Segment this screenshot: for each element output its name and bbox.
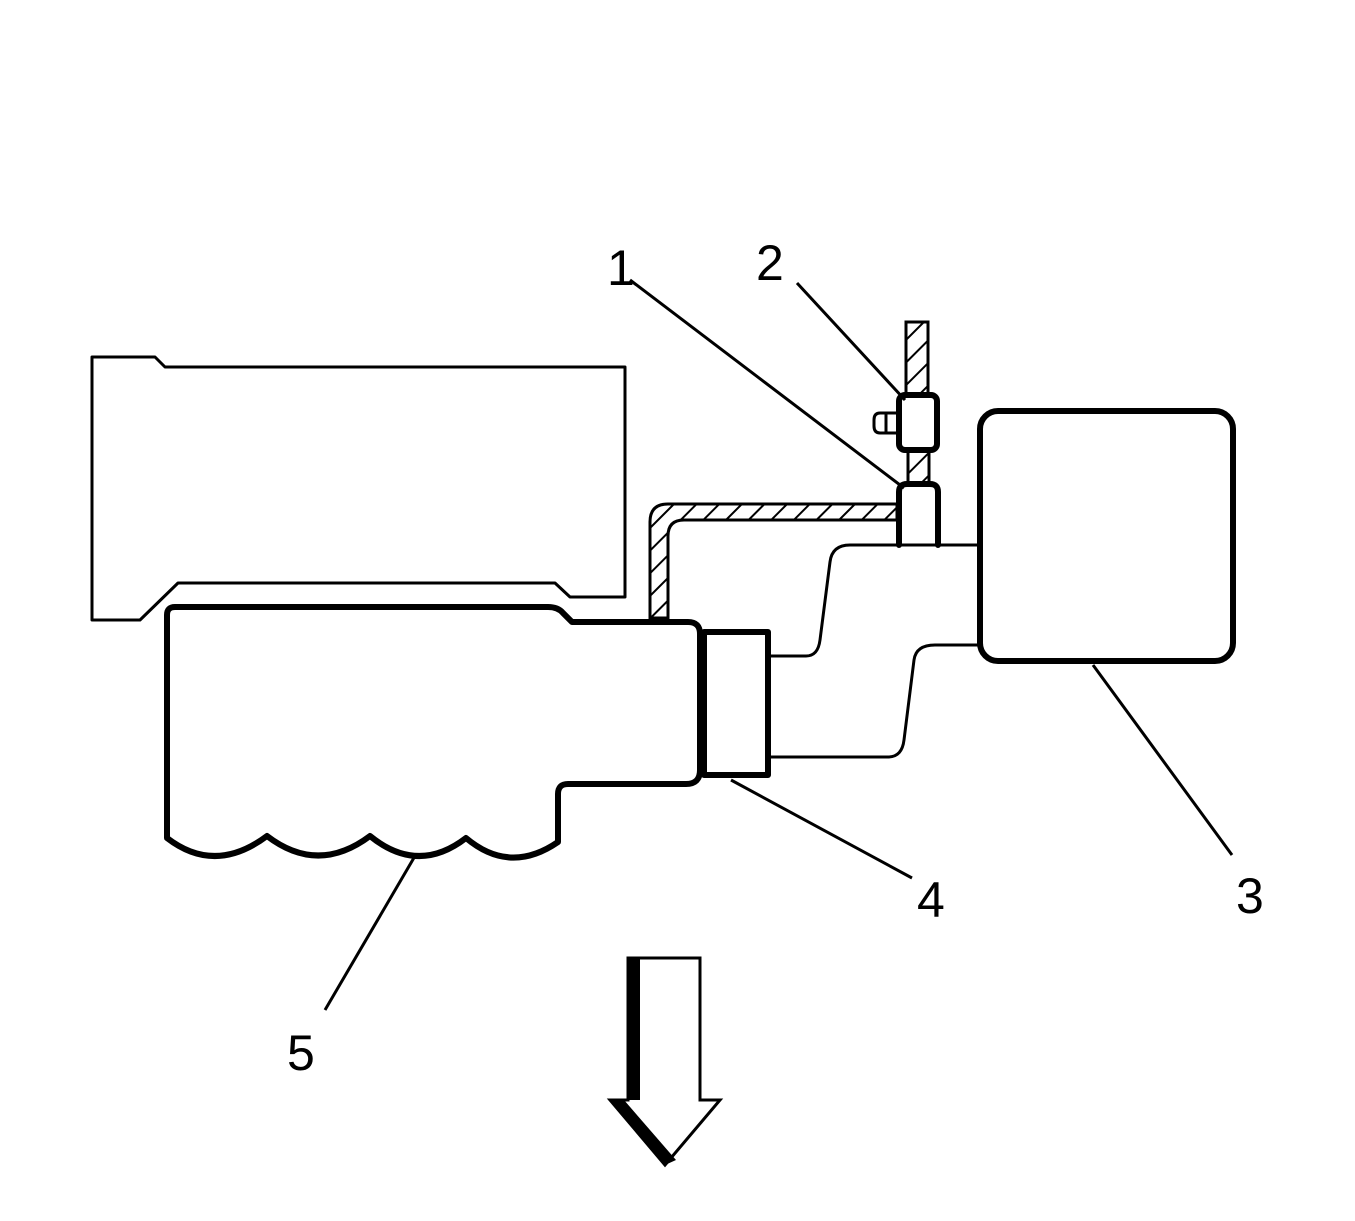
- upper-housing: [90, 355, 627, 622]
- leader-line-4: [730, 778, 913, 880]
- leader-line-2: [795, 281, 907, 402]
- sensor-wire-upper: [904, 320, 930, 396]
- duct-upper-edge: [766, 543, 982, 658]
- down-arrow-icon: [606, 956, 724, 1168]
- collar: [701, 629, 771, 778]
- callout-2: 2: [756, 235, 784, 291]
- callout-5: 5: [287, 1025, 315, 1081]
- leader-line-5: [323, 855, 417, 1011]
- duct-lower-edge: [766, 643, 982, 759]
- leader-line-3: [1091, 664, 1234, 856]
- callout-4: 4: [917, 872, 945, 928]
- sensor-stem: [896, 481, 941, 548]
- air-cleaner-box: [977, 408, 1236, 664]
- connector-clip: [896, 392, 940, 453]
- scalloped-body: [164, 604, 703, 861]
- leader-line-1: [629, 278, 905, 490]
- callout-1: 1: [607, 240, 635, 296]
- connector-tab: [872, 411, 901, 435]
- sensor-wire-lower: [906, 448, 931, 486]
- callout-3: 3: [1236, 868, 1264, 924]
- hatched-bracket: [648, 502, 899, 620]
